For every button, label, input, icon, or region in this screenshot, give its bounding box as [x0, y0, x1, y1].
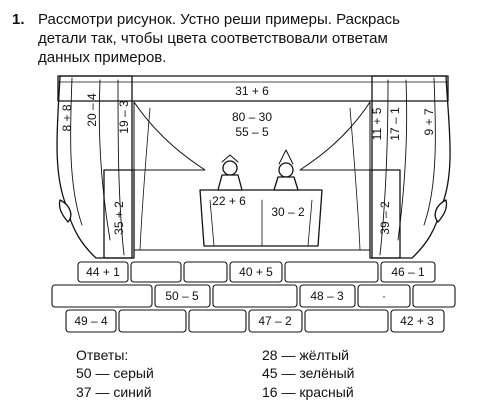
puppet-left [217, 154, 243, 191]
brick-r1-6: 46 – 1 [391, 265, 425, 279]
brick-r2-2: 50 – 5 [165, 289, 199, 303]
answer-item: 37 — синий [76, 384, 152, 400]
puppet-right [273, 149, 299, 191]
task-line-2: детали так, чтобы цвета соответствовали … [38, 30, 388, 47]
curtain-right-mid-example: 17 – 1 [388, 107, 402, 141]
answer-item: 16 — красный [262, 384, 354, 400]
answer-item: 45 — зелёный [262, 365, 355, 381]
task-line-1: Рассмотри рисунок. Устно реши примеры. Р… [38, 11, 400, 28]
center-example-2: 55 – 5 [235, 125, 269, 139]
task-line-3: данных примеров. [38, 49, 167, 66]
pillar-left [103, 169, 135, 259]
brick-r1-4: 40 + 5 [239, 265, 273, 279]
curtain-left-outer-example: 8 + 8 [60, 104, 74, 131]
answer-item: 50 — серый [76, 365, 154, 381]
answers-title: Ответы: [76, 347, 129, 363]
pillar-right [369, 169, 401, 259]
brick-r2-4: 48 – 3 [310, 289, 344, 303]
brick-r3-6: 42 + 3 [400, 314, 434, 328]
curtain-right-outer-example: 9 + 7 [422, 108, 436, 135]
table-example-right: 30 – 2 [271, 205, 305, 219]
curtain-right-inner-example: 11 + 5 [370, 107, 384, 140]
task-text: 1. Рассмотри рисунок. Устно реши примеры… [12, 10, 488, 67]
center-example-1: 80 – 30 [232, 110, 272, 124]
brick-r1-1: 44 + 1 [86, 265, 120, 279]
table-example-left: 22 + 6 [212, 194, 246, 208]
task-number: 1. [12, 11, 25, 28]
pillar-right-example: 39 – 2 [378, 201, 392, 235]
curtain-left-mid-example: 20 – 4 [85, 93, 99, 127]
brick-r3-4: 47 – 2 [258, 314, 292, 328]
brick-wall [51, 261, 456, 333]
answer-item: 28 — жёлтый [262, 347, 349, 363]
brick-r2-5: · [382, 289, 386, 303]
valance-example: 31 + 6 [235, 84, 269, 98]
pillar-left-example: 35 + 2 [112, 201, 126, 235]
brick-r3-1: 49 – 4 [74, 314, 108, 328]
curtain-left-inner-example: 19 – 3 [117, 100, 131, 134]
